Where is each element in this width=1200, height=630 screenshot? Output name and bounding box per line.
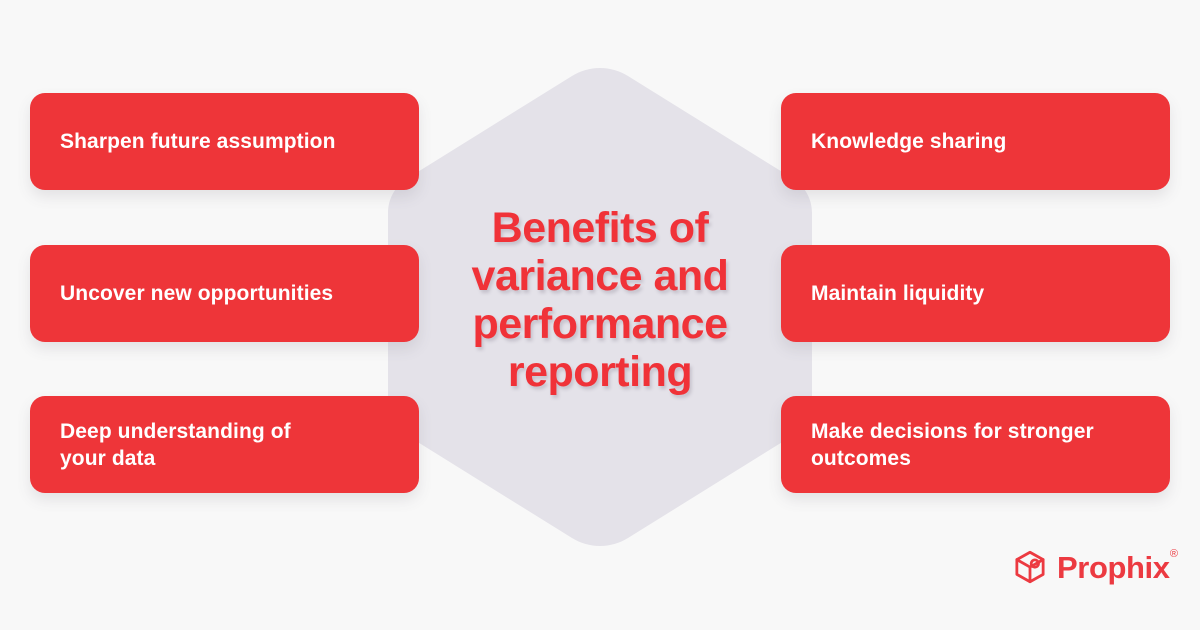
benefit-card-maintain-liquidity[interactable]: Maintain liquidity — [781, 245, 1170, 342]
prophix-wordmark: Prophix® — [1057, 548, 1178, 585]
benefit-card-make-decisions-for-stronger-outcomes[interactable]: Make decisions for stronger outcomes — [781, 396, 1170, 493]
benefit-card-label: Make decisions for stronger outcomes — [811, 419, 1094, 470]
prophix-wordmark-text: Prophix — [1057, 549, 1170, 585]
page-title: Benefits of variance and performance rep… — [471, 204, 729, 396]
prophix-cube-icon — [1015, 550, 1045, 584]
benefit-card-label: Knowledge sharing — [811, 130, 1007, 153]
benefit-card-label: Maintain liquidity — [811, 282, 985, 305]
registered-trademark-icon: ® — [1169, 547, 1178, 560]
benefit-card-knowledge-sharing[interactable]: Knowledge sharing — [781, 93, 1170, 190]
benefit-card-deep-understanding-of-your-data[interactable]: Deep understanding of your data — [30, 396, 419, 493]
benefit-card-label: Deep understanding of your data — [60, 419, 291, 470]
prophix-logo[interactable]: Prophix® — [1012, 545, 1178, 589]
benefit-card-uncover-new-opportunities[interactable]: Uncover new opportunities — [30, 245, 419, 342]
benefit-card-label: Sharpen future assumption — [60, 130, 336, 153]
benefit-card-label: Uncover new opportunities — [60, 282, 334, 305]
benefit-card-sharpen-future-assumption[interactable]: Sharpen future assumption — [30, 93, 419, 190]
